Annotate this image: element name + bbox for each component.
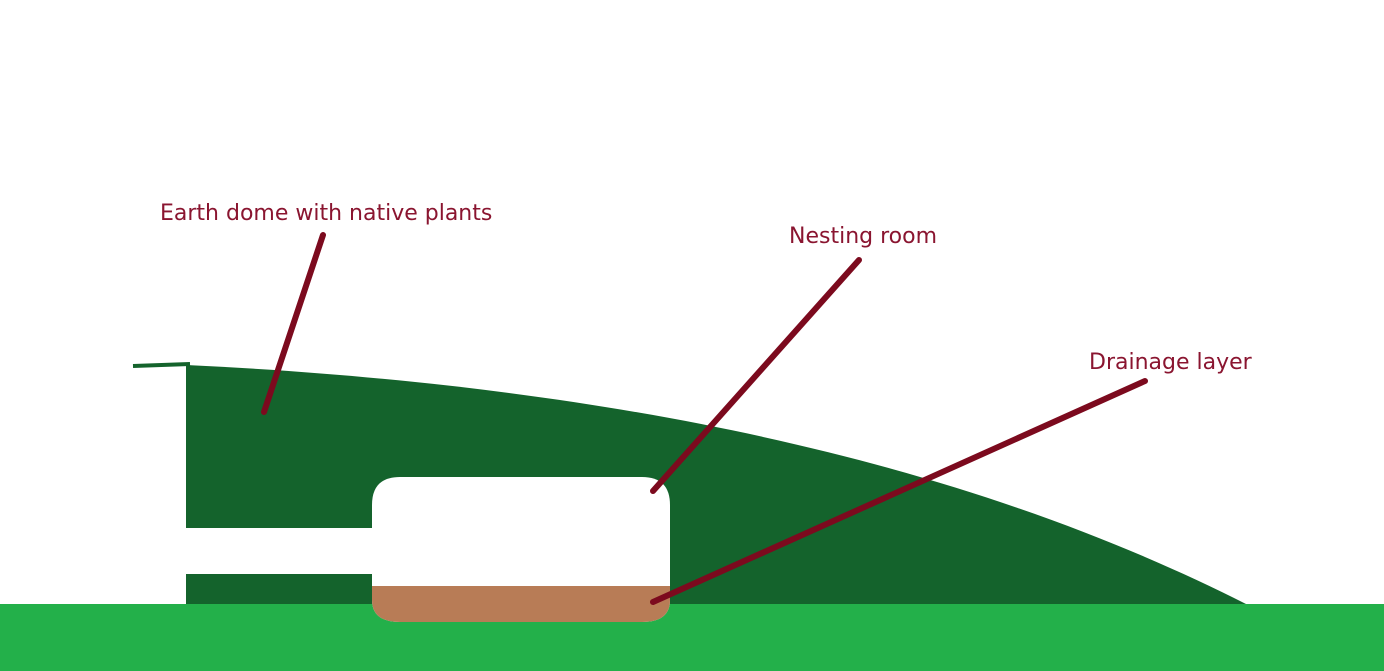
leader-line-nesting-room [650,257,862,494]
leader-line-earth-dome [261,232,326,415]
entrance-tunnel [186,528,386,574]
label-nesting-room: Nesting room [789,224,937,249]
label-earth-dome: Earth dome with native plants [160,201,492,226]
drainage-layer [372,586,670,622]
dome-top-lip [132,362,191,368]
ground [0,604,1384,671]
leader-line-drainage-layer [650,378,1148,605]
nesting-room [372,477,670,622]
label-drainage-layer: Drainage layer [1089,350,1253,375]
